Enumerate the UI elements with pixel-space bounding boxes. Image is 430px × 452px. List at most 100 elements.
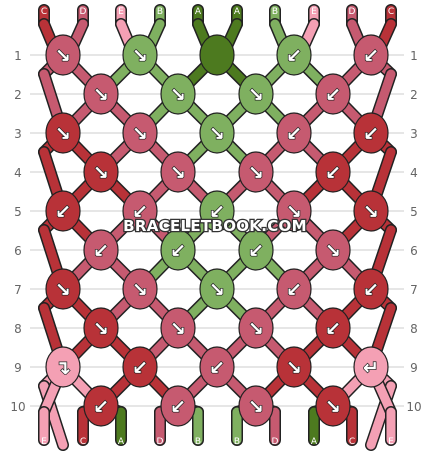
knot: ↙ (315, 307, 351, 349)
knot-arrow-icon: ↴ (55, 357, 71, 379)
top-string-label: B (272, 7, 278, 17)
bottom-string-label: B (195, 437, 201, 447)
knot: ↘ (83, 151, 119, 193)
row-label-left: 4 (14, 166, 22, 180)
row-label-left: 7 (14, 283, 22, 297)
row-label-right: 8 (410, 322, 418, 336)
top-string-label: E (311, 7, 317, 17)
knot-ellipse (353, 346, 389, 388)
knot: ↘ (122, 112, 158, 154)
knot: ↘ (45, 268, 81, 310)
bottom-string-label: C (80, 437, 86, 447)
knot-ellipse (45, 346, 81, 388)
knot-ellipse (83, 151, 119, 193)
knot: ↘ (238, 307, 274, 349)
knot-arrow-icon: ↙ (363, 45, 379, 67)
knot-arrow-icon: ↙ (286, 123, 302, 145)
top-string-label: C (41, 7, 47, 17)
knot-arrow-icon: ↙ (325, 84, 341, 106)
knot-arrow-icon: ↙ (286, 279, 302, 301)
knot-arrow-icon: ↘ (209, 123, 225, 145)
knot-arrow-icon: ↘ (93, 162, 109, 184)
knot: ↘ (45, 34, 81, 76)
row-label-right: 6 (410, 244, 418, 258)
knot-ellipse (45, 190, 81, 232)
knot-ellipse (83, 73, 119, 115)
knot-ellipse (199, 190, 235, 232)
top-string-label: A (195, 7, 202, 17)
knot: ↙ (238, 229, 274, 271)
knot-arrow-icon: ↘ (170, 84, 186, 106)
knot-arrow-icon: ↙ (209, 201, 225, 223)
knot-ellipse (122, 346, 158, 388)
knot-ellipse (83, 385, 119, 427)
knot-ellipse (199, 112, 235, 154)
knot: ↙ (160, 229, 196, 271)
knot-ellipse (276, 268, 312, 310)
knot-arrow-icon: ↘ (93, 318, 109, 340)
knot: ↙ (353, 268, 389, 310)
knot: ↙ (122, 190, 158, 232)
bottom-string-label: A (311, 437, 318, 447)
row-label-left: 5 (14, 205, 22, 219)
knot: ↘ (83, 73, 119, 115)
knot: ↘ (122, 34, 158, 76)
top-string-label: A (234, 7, 241, 17)
knot-arrow-icon: ↙ (55, 201, 71, 223)
knot-ellipse (238, 73, 274, 115)
knot-ellipse (45, 34, 81, 76)
bottom-string-label: A (118, 437, 125, 447)
knot-arrow-icon: ↘ (363, 201, 379, 223)
knot-ellipse (276, 190, 312, 232)
knot-arrow-icon: ↘ (55, 279, 71, 301)
knot-grid: ↘↘↙↙↘↘↘↙↘↘↘↙↙↘↘↘↙↙↙↙↘↘↙↙↙↘↘↘↘↙↙↘↘↘↙↴↙↙↘↵… (45, 34, 389, 427)
knot-arrow-icon: ↘ (93, 84, 109, 106)
knot-arrow-icon: ↘ (170, 162, 186, 184)
knot-arrow-icon: ↙ (286, 45, 302, 67)
knot-arrow-icon: ↙ (93, 240, 109, 262)
knot: ↙ (315, 151, 351, 193)
row-label-right: 3 (410, 127, 418, 141)
knot: ↙ (160, 385, 196, 427)
knot-ellipse (353, 112, 389, 154)
row-label-right: 4 (410, 166, 418, 180)
knot-arrow-icon: ↙ (93, 396, 109, 418)
knot: ↘ (199, 268, 235, 310)
knot-ellipse (315, 73, 351, 115)
knot-arrow-icon: ↘ (55, 123, 71, 145)
knot-arrow-icon: ↘ (248, 396, 264, 418)
knot-ellipse (238, 385, 274, 427)
knot: ↵ (353, 346, 389, 388)
knot-ellipse (160, 151, 196, 193)
knot: ↙ (276, 112, 312, 154)
knot: ↙ (45, 190, 81, 232)
watermark: BRACELETBOOK.COM (123, 217, 307, 235)
knot-arrow-icon: ↘ (209, 279, 225, 301)
knot: ↴ (45, 346, 81, 388)
knot-ellipse (83, 229, 119, 271)
knot-arrow-icon: ↘ (325, 240, 341, 262)
knot-ellipse (160, 307, 196, 349)
knot: ↘ (315, 229, 351, 271)
knot-ellipse (45, 268, 81, 310)
knot: ↘ (238, 151, 274, 193)
bottom-string-label: B (234, 437, 240, 447)
knot-arrow-icon: ↙ (170, 240, 186, 262)
knot-ellipse (353, 190, 389, 232)
top-string-label: D (349, 7, 356, 17)
knot-arrow-icon: ↘ (170, 318, 186, 340)
knot-ellipse (199, 268, 235, 310)
row-label-right: 10 (406, 400, 421, 414)
knot-arrow-icon: ↙ (325, 318, 341, 340)
knot (199, 34, 235, 76)
knot: ↙ (83, 229, 119, 271)
knot-ellipse (122, 190, 158, 232)
knot: ↘ (238, 385, 274, 427)
top-string-label: B (157, 7, 163, 17)
row-label-right: 2 (410, 88, 418, 102)
knot-ellipse (353, 34, 389, 76)
knot-ellipse (238, 151, 274, 193)
knot-ellipse (83, 307, 119, 349)
